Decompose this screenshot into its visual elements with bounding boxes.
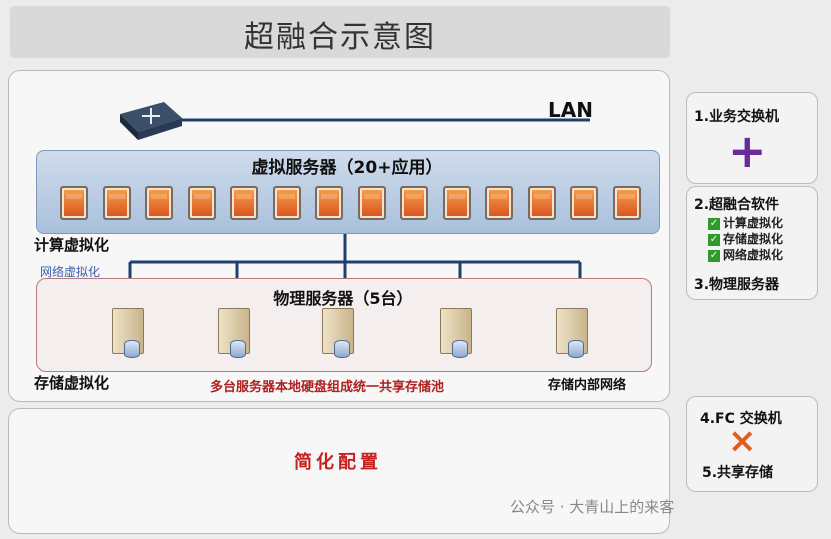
vm-icon (612, 186, 641, 220)
vm-icon (357, 186, 386, 220)
item3-label: 3.物理服务器 (694, 277, 780, 293)
vm-icon (272, 186, 301, 220)
vm-icon (527, 186, 556, 220)
title-bar (10, 6, 670, 58)
compute-label: 计算虚拟化 (34, 236, 110, 254)
internal-network-label: 存储内部网络 (548, 378, 627, 393)
right-box-3 (686, 396, 818, 492)
item1-label: 1.业务交换机 (694, 109, 780, 125)
lan-label: LAN (548, 98, 593, 122)
vm-icon (485, 186, 513, 220)
bottom-panel (8, 408, 670, 534)
pool-text: 多台服务器本地硬盘组成统一共享存储池 (210, 380, 445, 395)
disk-icon (230, 340, 246, 358)
storage-label: 存储虚拟化 (34, 374, 110, 392)
check-icon: ✓ (708, 233, 720, 246)
watermark: 公众号 · 大青山上的来客 (510, 498, 675, 516)
diagram-title: 超融合示意图 (244, 20, 436, 55)
cross-icon: × (728, 421, 757, 461)
item2-label: 2.超融合软件 (694, 197, 780, 213)
item5-label: 5.共享存储 (702, 465, 774, 481)
disk-icon (568, 340, 584, 358)
physical-band-title: 物理服务器（5台） (273, 289, 413, 308)
check-icon: ✓ (708, 249, 720, 262)
vm-icon (60, 186, 88, 220)
network-label: 网络虚拟化 (40, 265, 101, 279)
simplify-text: 简化配置 (294, 452, 382, 473)
vm-icon (570, 186, 598, 220)
sub-item-3: ✓网络虚拟化 (708, 248, 784, 262)
disk-icon (452, 340, 468, 358)
vm-icon (187, 186, 216, 220)
disk-icon (124, 340, 140, 358)
vm-icon (145, 186, 173, 220)
vm-icon (102, 186, 131, 220)
vm-icon (230, 186, 258, 220)
sub-item-2: ✓存储虚拟化 (708, 232, 784, 246)
disk-icon (334, 340, 350, 358)
right-box-1 (686, 92, 818, 184)
vm-icon (442, 186, 471, 220)
item4-label: 4.FC 交换机 (700, 411, 782, 427)
virtual-server-band (36, 150, 660, 234)
vm-icon (315, 186, 343, 220)
sub-item-1: ✓计算虚拟化 (708, 216, 784, 230)
switch-icon (120, 102, 182, 140)
vm-icon (400, 186, 428, 220)
check-icon: ✓ (708, 217, 720, 230)
virtual-band-title: 虚拟服务器（20+应用） (251, 158, 443, 178)
plus-icon: + (728, 124, 767, 178)
